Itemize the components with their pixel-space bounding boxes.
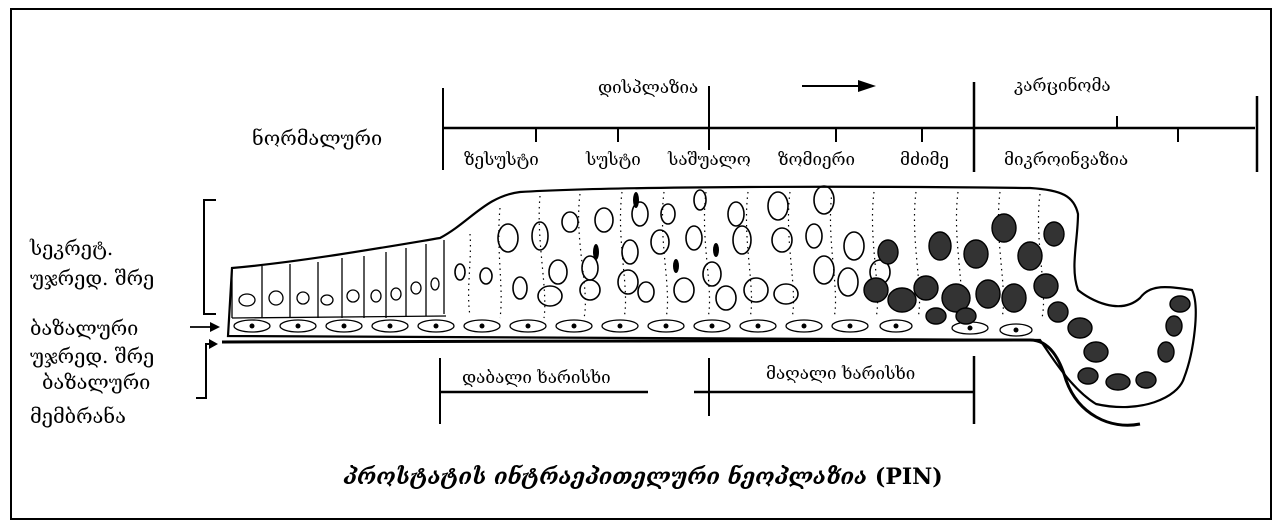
secretory-layer-label-2: უჯრედ. შრე xyxy=(30,268,154,288)
basal-membrane-label-1: ბაზალური xyxy=(42,372,150,392)
basal-membrane-label-2: მემბრანა xyxy=(30,406,126,426)
progression-arrow xyxy=(802,80,876,92)
caption-abbr: (PIN) xyxy=(875,464,943,490)
grade-label-2: სუსტი xyxy=(586,152,641,169)
basal-cell-label-1: ბაზალური xyxy=(30,318,138,338)
carcinoma-label: კარცინომა xyxy=(1014,78,1111,95)
grade-label-5: მძიმე xyxy=(900,152,949,169)
basal-membrane-bracket xyxy=(196,344,216,398)
secretory-layer-bracket xyxy=(204,200,216,314)
grade-label-1: ზესუსტი xyxy=(464,152,539,169)
normal-label: ნორმალური xyxy=(252,128,382,148)
caption-text: პროსტატის ინტრაეპითელური ნეოპლაზია xyxy=(343,464,867,490)
grade-label-4: ზომიერი xyxy=(778,152,855,169)
figure-caption: პროსტატის ინტრაეპითელური ნეოპლაზია (PIN) xyxy=(0,464,1286,490)
basal-cell-label-2: უჯრედ. შრე xyxy=(30,346,154,366)
microinvasion-label: მიკროინვაზია xyxy=(1004,152,1128,169)
basal-cell-arrow xyxy=(190,322,220,332)
high-grade-label: მაღალი ხარისხი xyxy=(766,366,915,383)
grade-label-3: საშუალო xyxy=(668,152,751,169)
dysplasia-label: დისპლაზია xyxy=(598,80,698,97)
secretory-layer-label-1: სეკრეტ. xyxy=(30,238,113,258)
low-grade-label: დაბალი ხარისხი xyxy=(462,370,611,387)
